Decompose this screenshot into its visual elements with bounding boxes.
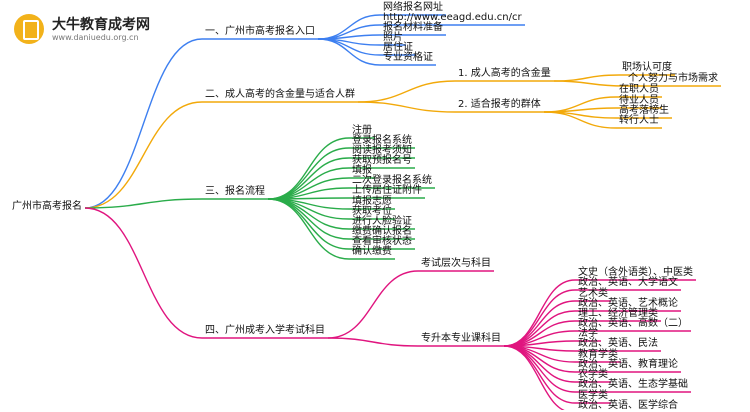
step-node: 获取考位 (352, 206, 392, 217)
leaf-node: 网络报名网址 (383, 2, 443, 13)
subject-node: 政治、英语、教育理论 (578, 359, 678, 370)
subject-node: 政治、英语、高数（二） (578, 318, 688, 329)
sub-branch-node: 1. 成人高考的含金量 (458, 68, 551, 79)
site-url: www.daniuedu.org.cn (52, 33, 139, 42)
leaf-node: 照片 (383, 32, 403, 43)
branch-to-child-connector (327, 337, 419, 347)
sub-branch-node: 考试层次与科目 (421, 258, 491, 269)
branch-to-child-connector (317, 34, 381, 40)
leaf-node: 高考落榜生 (619, 105, 669, 116)
step-node: 确认缴费 (352, 246, 392, 257)
step-node: 注册 (352, 125, 372, 136)
subject-node: 政治、英语、大学语文 (578, 277, 678, 288)
step-node: 登录报名系统 (352, 135, 412, 146)
leaf-node: 个人努力与市场需求 (628, 73, 718, 84)
branch-to-child-connector (327, 270, 419, 339)
subject-node: 政治、英语、艺术概论 (578, 298, 678, 309)
subject-node: 政治、英语、民法 (578, 338, 658, 349)
root-to-branch-connector (84, 198, 203, 209)
site-logo: 大牛教育成考网 www.daniuedu.org.cn (4, 8, 214, 50)
leaf-node: 职场认可度 (622, 62, 672, 73)
branch-node-value-and-audience: 二、成人高考的含金量与适合人群 (205, 89, 355, 100)
child-to-leaf-connector (503, 279, 576, 347)
root-to-branch-connector (84, 38, 203, 209)
leaf-node: 待业人员 (619, 95, 659, 106)
site-name: 大牛教育成考网 (52, 17, 150, 33)
branch-to-child-connector (267, 198, 350, 250)
root-to-branch-connector (84, 101, 203, 209)
child-to-leaf-connector (503, 345, 576, 393)
branch-to-child-connector (357, 80, 456, 103)
step-node: 填报志愿 (352, 196, 392, 207)
subject-node: 政治、英语、医学综合 (578, 400, 678, 411)
branch-to-child-connector (267, 198, 350, 260)
leaf-node: 转行人士 (619, 115, 659, 126)
subject-node: 教育学类 (578, 349, 618, 360)
step-node: 上传居住证附件 (352, 185, 422, 196)
step-node: 缴费确认报名 (352, 226, 412, 237)
branch-node-registration-process: 三、报名流程 (205, 186, 265, 197)
book-icon (14, 14, 44, 44)
step-node: 填报 (352, 165, 372, 176)
step-node: 二次登录报名系统 (352, 175, 432, 186)
child-to-leaf-connector (553, 74, 620, 82)
subject-node: 农学类 (578, 369, 608, 380)
subject-node: 政治、英语、生态学基础 (578, 379, 688, 390)
subject-node: 法学 (578, 328, 598, 339)
subject-node: 理工、经济管理类 (578, 308, 658, 319)
branch-to-child-connector (317, 38, 381, 66)
step-node: 获取预报名号 (352, 155, 412, 166)
child-to-leaf-connector (543, 107, 617, 113)
child-to-leaf-connector (503, 320, 576, 347)
root-to-branch-connector (84, 207, 203, 339)
branch-node-registration-entry: 一、广州市高考报名入口 (205, 26, 315, 37)
child-to-leaf-connector (553, 80, 626, 87)
leaf-node: 居住证 (383, 42, 413, 53)
root-node: 广州市高考报名 (12, 201, 82, 212)
branch-node-exam-subjects: 四、广州成考入学考试科目 (205, 325, 325, 336)
child-to-leaf-connector (503, 289, 576, 347)
sub-branch-node: 专升本专业课科目 (421, 333, 501, 344)
step-node: 进行人脸验证 (352, 216, 412, 227)
branch-to-child-connector (357, 101, 456, 113)
leaf-node: 专业资格证 (383, 52, 433, 63)
leaf-node: 在职人员 (619, 84, 659, 95)
step-node: 查看审核状态 (352, 236, 412, 247)
subject-node: 医学类 (578, 390, 608, 401)
branch-to-child-connector (267, 147, 350, 200)
leaf-node: http://www.eeagd.edu.cn/cr (383, 12, 522, 23)
sub-branch-node: 2. 适合报考的群体 (458, 99, 541, 110)
leaf-node: 报名材料准备 (383, 22, 443, 33)
child-to-leaf-connector (503, 345, 566, 410)
subject-node: 文史（含外语类）、中医类 (578, 267, 693, 278)
subject-node: 艺术类 (578, 288, 608, 299)
step-node: 阅读报考须知 (352, 145, 412, 156)
child-to-leaf-connector (543, 111, 617, 129)
